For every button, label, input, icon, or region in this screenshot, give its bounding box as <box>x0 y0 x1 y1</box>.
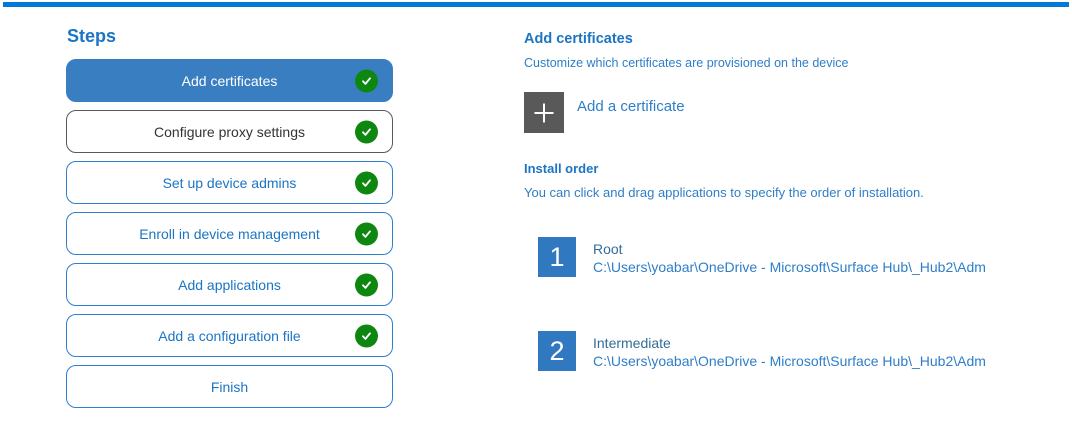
certificate-name: Intermediate <box>593 335 671 351</box>
certificate-path: C:\Users\yoabar\OneDrive - Microsoft\Sur… <box>593 259 986 275</box>
steps-panel: Steps Add certificates Configure proxy s… <box>66 26 393 408</box>
order-number: 1 <box>549 241 565 272</box>
step-button[interactable]: Add certificates <box>66 59 393 102</box>
step-button[interactable]: Configure proxy settings <box>66 110 393 153</box>
item-text: Root C:\Users\yoabar\OneDrive - Microsof… <box>593 237 986 276</box>
step-button[interactable]: Set up device admins <box>66 161 393 204</box>
top-accent-bar <box>3 2 1069 7</box>
install-order-item[interactable]: 2 Intermediate C:\Users\yoabar\OneDrive … <box>538 331 1054 371</box>
step-label: Add a configuration file <box>158 327 301 344</box>
step-label: Configure proxy settings <box>154 123 305 140</box>
certificate-path: C:\Users\yoabar\OneDrive - Microsoft\Sur… <box>593 353 986 369</box>
order-number-badge: 2 <box>538 331 576 371</box>
page-subtitle: Customize which certificates are provisi… <box>524 56 849 70</box>
check-circle-icon <box>355 69 378 92</box>
step-button[interactable]: Add applications <box>66 263 393 306</box>
step-button[interactable]: Finish <box>66 365 393 408</box>
step-button[interactable]: Add a configuration file <box>66 314 393 357</box>
certificate-name: Root <box>593 241 623 257</box>
steps-list: Add certificates Configure proxy setting… <box>66 59 393 408</box>
check-circle-icon <box>355 120 378 143</box>
add-certificate-label: Add a certificate <box>577 98 685 115</box>
plus-icon[interactable] <box>524 92 564 133</box>
check-circle-icon <box>355 171 378 194</box>
item-text: Intermediate C:\Users\yoabar\OneDrive - … <box>593 331 986 370</box>
check-circle-icon <box>355 324 378 347</box>
check-circle-icon <box>355 273 378 296</box>
step-label: Add applications <box>178 276 281 293</box>
install-order-description: You can click and drag applications to s… <box>524 185 924 200</box>
order-number-badge: 1 <box>538 237 576 277</box>
content-panel: Add certificates Customize which certifi… <box>524 31 1054 371</box>
step-label: Finish <box>210 378 249 395</box>
step-button[interactable]: Enroll in device management <box>66 212 393 255</box>
install-order-list: 1 Root C:\Users\yoabar\OneDrive - Micros… <box>538 237 1054 371</box>
step-label: Set up device admins <box>162 174 297 191</box>
order-number: 2 <box>549 335 565 366</box>
install-order-title: Install order <box>524 161 599 176</box>
step-label: Enroll in device management <box>139 225 320 242</box>
page-title: Add certificates <box>524 31 633 47</box>
check-circle-icon <box>355 222 378 245</box>
install-order-item[interactable]: 1 Root C:\Users\yoabar\OneDrive - Micros… <box>538 237 1054 277</box>
step-label: Add certificates <box>181 72 278 89</box>
add-certificate-button[interactable]: Add a certificate <box>524 92 685 133</box>
steps-title: Steps <box>67 26 117 46</box>
